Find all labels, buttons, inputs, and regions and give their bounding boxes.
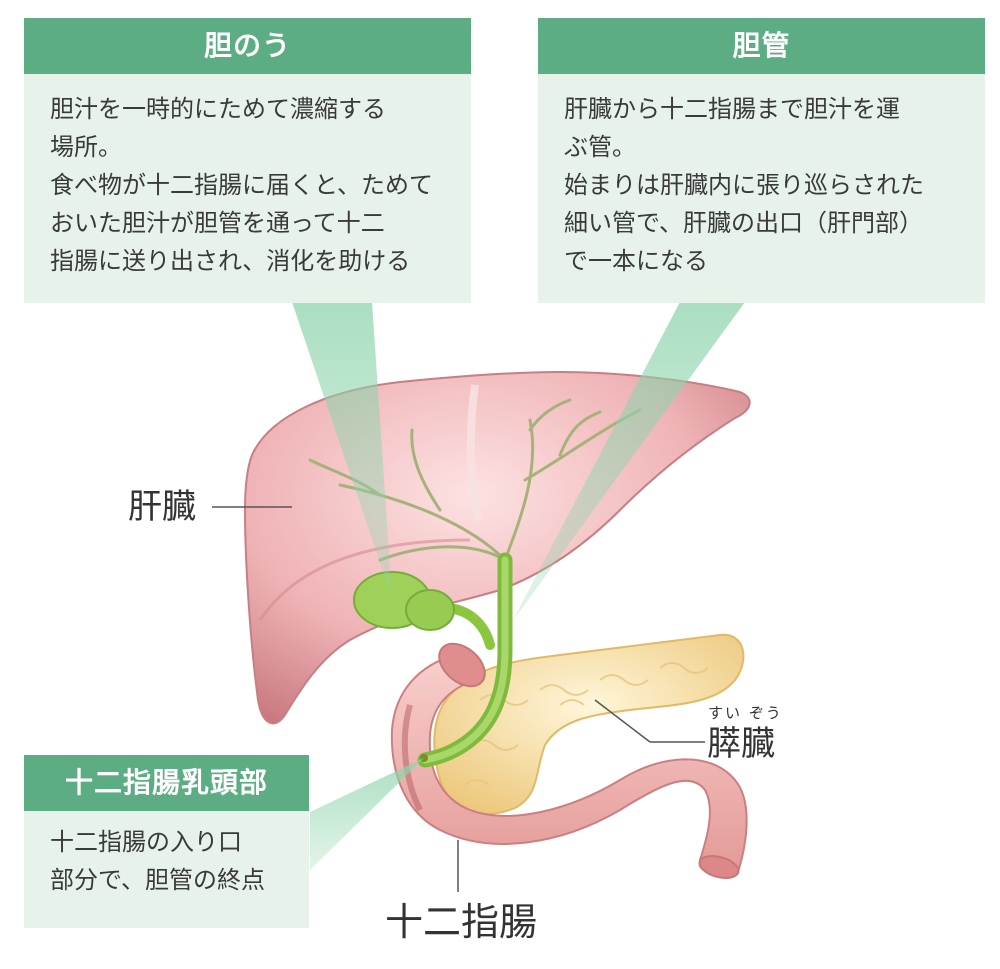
bile-duct-callout-body: 肝臓から十二指腸まで胆汁を運 ぶ管。 始まりは肝臓内に張り巡らされた 細い管で、…	[538, 74, 985, 280]
bile-duct-desc-2: 始まりは肝臓内に張り巡らされた 細い管で、肝臓の出口（肝門部） で一本になる	[564, 171, 924, 275]
liver-label: 肝臓	[128, 487, 196, 527]
bile-duct-callout: 胆管 肝臓から十二指腸まで胆汁を運 ぶ管。 始まりは肝臓内に張り巡らされた 細い…	[538, 18, 985, 303]
gallbladder-callout-title: 胆のう	[24, 18, 471, 74]
papilla-callout: 十二指腸乳頭部 十二指腸の入り口 部分で、胆管の終点	[24, 755, 309, 928]
gallbladder-desc-1: 胆汁を一時的にためて濃縮する 場所。	[50, 95, 386, 161]
bile-duct-beam	[512, 302, 745, 622]
bile-duct-desc-1: 肝臓から十二指腸まで胆汁を運 ぶ管。	[564, 95, 900, 161]
duodenum-label: 十二指腸	[385, 900, 538, 944]
pancreas-leader-line	[594, 699, 651, 743]
gallbladder-callout-body: 胆汁を一時的にためて濃縮する 場所。 食べ物が十二指腸に届くと、ためて おいた胆…	[24, 74, 471, 280]
duodenum	[390, 642, 748, 879]
pancreas-label: 膵臓	[707, 724, 775, 764]
papilla-desc: 十二指腸の入り口 部分で、胆管の終点	[50, 828, 266, 894]
papilla-beam	[310, 758, 424, 870]
bile-duct-callout-title: 胆管	[538, 18, 985, 74]
gallbladder-desc-2: 食べ物が十二指腸に届くと、ためて おいた胆汁が胆管を通って十二 指腸に送り出され…	[50, 171, 434, 275]
gallbladder-callout: 胆のう 胆汁を一時的にためて濃縮する 場所。 食べ物が十二指腸に届くと、ためて …	[24, 18, 471, 303]
papilla-callout-body: 十二指腸の入り口 部分で、胆管の終点	[24, 811, 309, 899]
gallbladder-beam	[292, 302, 392, 598]
gallbladder-and-bile-duct	[353, 552, 513, 768]
pancreas-ruby: すい ぞう	[708, 704, 783, 722]
papilla-callout-title: 十二指腸乳頭部	[24, 755, 309, 811]
